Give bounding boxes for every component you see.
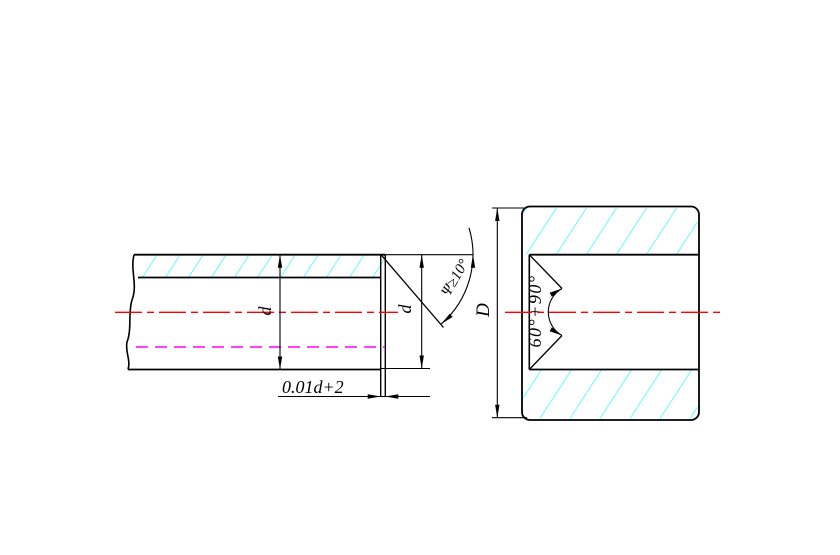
seat-angle-label: 60°+90° bbox=[525, 274, 545, 347]
dim-label-d-end: d bbox=[395, 304, 415, 314]
bore-diameter-label: D bbox=[473, 303, 494, 318]
dim-seat-angle: 60°+90° bbox=[525, 274, 563, 348]
arrowhead bbox=[441, 313, 453, 324]
dim-D: D bbox=[473, 207, 527, 419]
right-body-outline bbox=[521, 205, 700, 421]
arrowhead bbox=[277, 356, 283, 370]
left-view: d d Ψ≥10° 0.01d+2 bbox=[115, 227, 476, 399]
arrowhead bbox=[367, 394, 381, 399]
dim-d-end: d bbox=[381, 254, 473, 370]
dim-groove-width: 0.01d+2 bbox=[278, 377, 430, 399]
right-hatch-bottom bbox=[523, 370, 698, 419]
seat-cone-bottom bbox=[528, 335, 563, 370]
arrowhead bbox=[549, 288, 562, 297]
left-hatch-band bbox=[136, 255, 385, 278]
break-line bbox=[125, 254, 136, 370]
seat-cone-top bbox=[528, 254, 563, 289]
arrowhead bbox=[470, 254, 476, 268]
dim-label-d-outer: d bbox=[255, 306, 275, 316]
right-hatch-top bbox=[523, 208, 698, 254]
arrowhead bbox=[495, 404, 500, 418]
arrowhead bbox=[419, 355, 424, 369]
chamfer-line bbox=[380, 254, 444, 328]
arrowhead bbox=[277, 254, 283, 268]
arrowhead bbox=[495, 208, 500, 221]
arrowhead bbox=[385, 394, 399, 399]
right-view: 60°+90° D bbox=[473, 205, 723, 421]
chamfer-angle-label: Ψ≥10° bbox=[439, 257, 473, 299]
groove-width-label: 0.01d+2 bbox=[282, 377, 344, 397]
arrowhead bbox=[419, 254, 424, 268]
dim-d-outer: d bbox=[255, 254, 283, 370]
arrowhead bbox=[549, 327, 562, 336]
